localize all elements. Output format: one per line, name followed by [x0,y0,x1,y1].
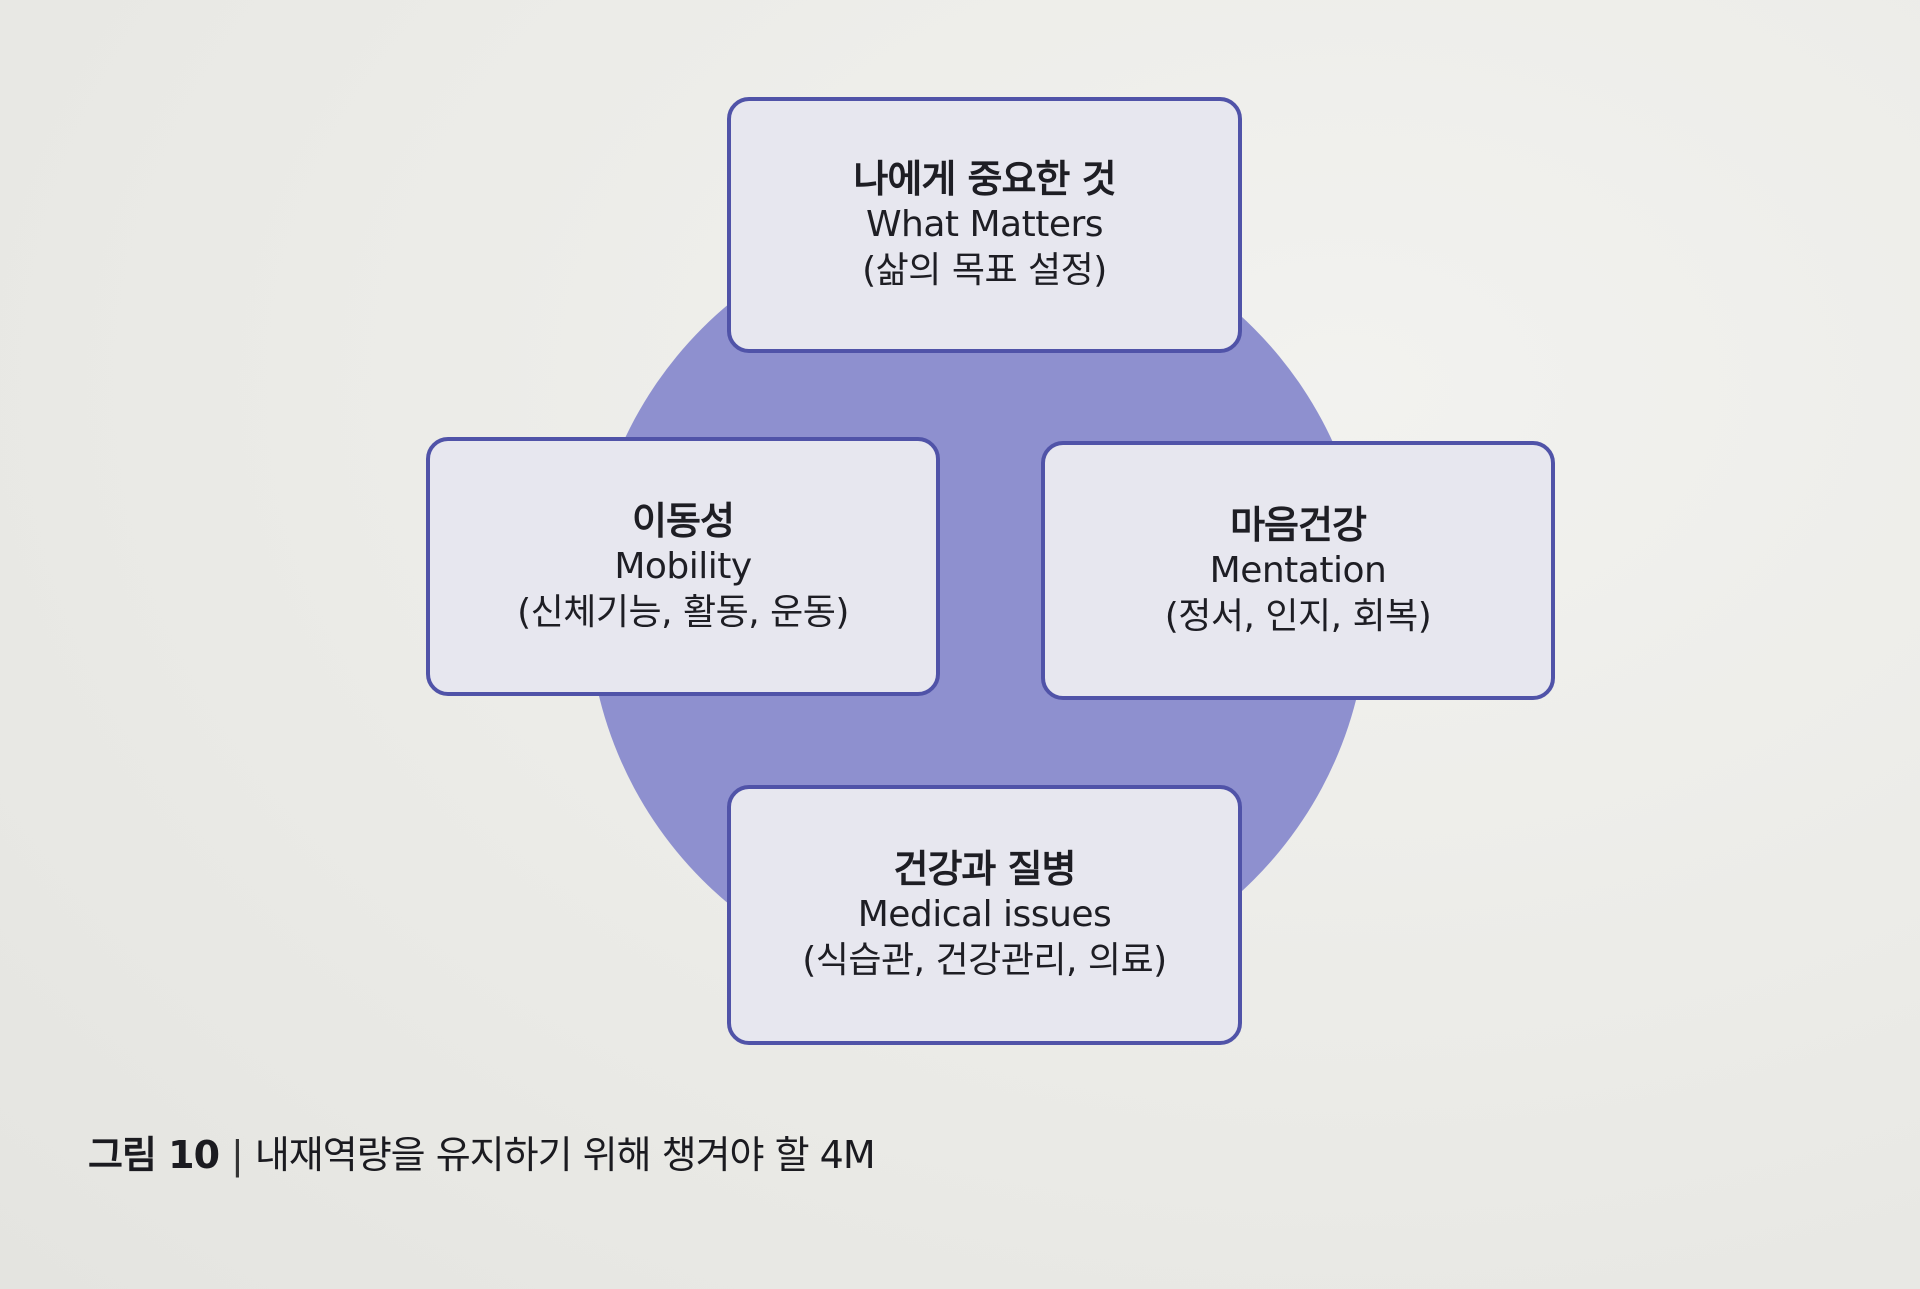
box-title-en: What Matters [865,204,1104,245]
box-mobility: 이동성 Mobility (신체기능, 활동, 운동) [426,437,940,696]
box-detail: (신체기능, 활동, 운동) [517,591,849,633]
caption-separator: | [231,1133,244,1177]
box-title-ko: 이동성 [632,498,735,543]
box-title-en: Mobility [614,545,752,587]
box-title-en: Mentation [1209,549,1387,591]
box-title-ko: 마음건강 [1230,502,1367,547]
box-title-ko: 나에게 중요한 것 [853,157,1116,201]
box-mentation: 마음건강 Mentation (정서, 인지, 회복) [1041,441,1555,700]
caption-text: 내재역량을 유지하기 위해 챙겨야 할 4M [254,1133,876,1177]
figure-caption: 그림 10|내재역량을 유지하기 위해 챙겨야 할 4M [88,1127,876,1183]
figure-label: 그림 10 [88,1133,220,1177]
box-title-ko: 건강과 질병 [893,847,1076,891]
box-what-matters: 나에게 중요한 것 What Matters (삶의 목표 설정) [727,97,1242,353]
box-title-en: Medical issues [857,894,1112,935]
box-detail: (삶의 목표 설정) [862,250,1107,291]
box-medical-issues: 건강과 질병 Medical issues (식습관, 건강관리, 의료) [727,785,1242,1045]
box-detail: (식습관, 건강관리, 의료) [802,940,1167,981]
box-detail: (정서, 인지, 회복) [1164,595,1432,637]
